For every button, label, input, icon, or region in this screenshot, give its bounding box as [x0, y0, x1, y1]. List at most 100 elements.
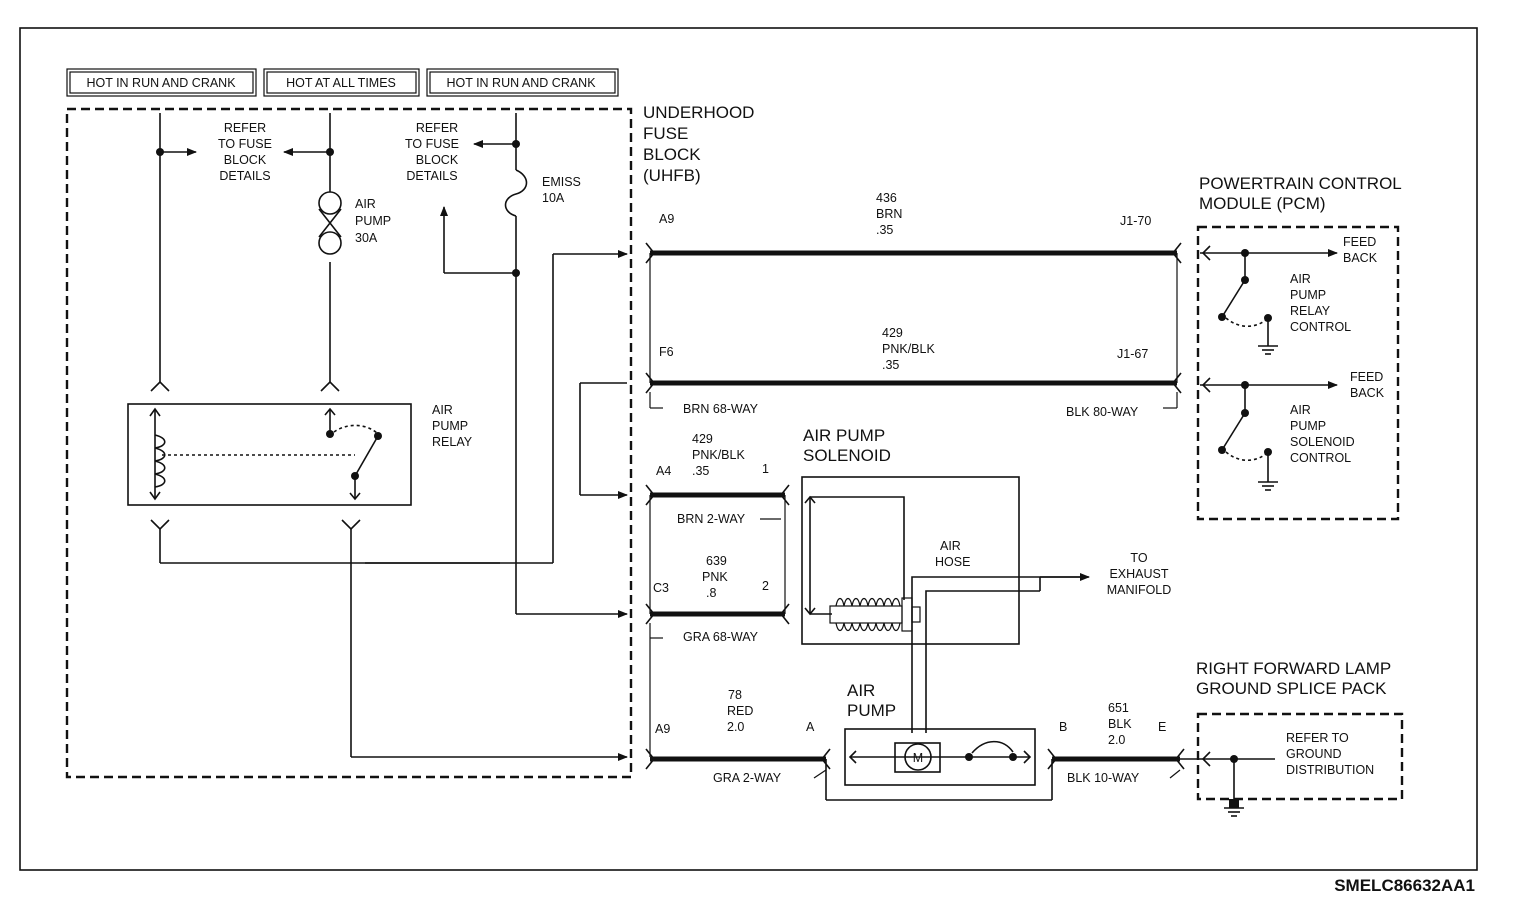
pin-2: 2 — [762, 579, 769, 593]
header-box-1: HOT IN RUN AND CRANK — [66, 68, 257, 97]
relay-switch-icon — [324, 407, 382, 501]
svg-text:BLOCK: BLOCK — [416, 153, 459, 167]
svg-text:GROUND SPLICE PACK: GROUND SPLICE PACK — [1196, 679, 1387, 698]
air-hose-label: AIR HOSE — [935, 539, 970, 569]
svg-text:2.0: 2.0 — [1108, 733, 1125, 747]
connector-gra-68-way: GRA 68-WAY — [683, 630, 759, 644]
svg-text:BLOCK: BLOCK — [224, 153, 267, 167]
pcm-solenoid-control: AIR PUMP SOLENOID CONTROL — [1290, 403, 1355, 465]
svg-text:.35: .35 — [692, 464, 709, 478]
svg-text:CONTROL: CONTROL — [1290, 320, 1351, 334]
relay-coil-icon — [149, 407, 355, 501]
svg-text:DETAILS: DETAILS — [219, 169, 270, 183]
svg-text:BACK: BACK — [1350, 386, 1385, 400]
svg-text:PNK/BLK: PNK/BLK — [882, 342, 935, 356]
wire-78-label: 78 RED 2.0 — [727, 688, 753, 734]
svg-text:EXHAUST: EXHAUST — [1109, 567, 1168, 581]
air-pump-title: AIR PUMP — [847, 681, 896, 720]
pin-a9-bottom: A9 — [655, 722, 670, 736]
svg-text:PUMP: PUMP — [847, 701, 896, 720]
pin-f6: F6 — [659, 345, 674, 359]
svg-text:PUMP: PUMP — [1290, 288, 1326, 302]
svg-text:SOLENOID: SOLENOID — [1290, 435, 1355, 449]
wire-651-label: 651 BLK 2.0 — [1108, 701, 1132, 747]
svg-text:RELAY: RELAY — [1290, 304, 1331, 318]
svg-text:UNDERHOOD: UNDERHOOD — [643, 103, 754, 122]
svg-text:PNK/BLK: PNK/BLK — [692, 448, 745, 462]
svg-text:AIR: AIR — [847, 681, 875, 700]
pcm-feed-back-1: FEED BACK — [1343, 235, 1378, 265]
svg-text:AIR: AIR — [355, 197, 376, 211]
solenoid-title: AIR PUMP SOLENOID — [803, 426, 891, 465]
svg-text:AIR PUMP: AIR PUMP — [803, 426, 885, 445]
svg-text:TO: TO — [1130, 551, 1147, 565]
svg-text:436: 436 — [876, 191, 897, 205]
pin-j1-67: J1-67 — [1117, 347, 1148, 361]
svg-text:30A: 30A — [355, 231, 378, 245]
pin-a4: A4 — [656, 464, 671, 478]
header-box-2: HOT AT ALL TIMES — [263, 68, 420, 97]
svg-text:PUMP: PUMP — [355, 214, 391, 228]
diagram-code: SMELC86632AA1 — [1334, 876, 1475, 895]
wire-429-mid-label: 429 PNK/BLK .35 — [692, 432, 745, 478]
pin-1: 1 — [762, 462, 769, 476]
exhaust-label: TO EXHAUST MANIFOLD — [1107, 551, 1172, 597]
svg-text:REFER TO: REFER TO — [1286, 731, 1349, 745]
uhfb-title: UNDERHOOD FUSE BLOCK (UHFB) — [643, 103, 754, 185]
air-pump-fuse-icon — [318, 191, 342, 255]
svg-text:DISTRIBUTION: DISTRIBUTION — [1286, 763, 1374, 777]
pin-j1-70: J1-70 — [1120, 214, 1151, 228]
air-pump-box — [844, 728, 1036, 786]
svg-text:.35: .35 — [876, 223, 893, 237]
emiss-fuse-icon — [504, 169, 528, 217]
svg-text:(UHFB): (UHFB) — [643, 166, 701, 185]
svg-text:78: 78 — [728, 688, 742, 702]
svg-text:HOSE: HOSE — [935, 555, 970, 569]
uhfb-boundary — [65, 107, 633, 779]
connector-blk-10-way: BLK 10-WAY — [1067, 771, 1140, 785]
pcm-relay-control: AIR PUMP RELAY CONTROL — [1290, 272, 1351, 334]
outer-frame — [19, 27, 1478, 871]
refer-right: REFER TO FUSE BLOCK DETAILS — [405, 121, 459, 183]
svg-text:HOT IN RUN AND CRANK: HOT IN RUN AND CRANK — [86, 76, 236, 90]
splice-title: RIGHT FORWARD LAMP GROUND SPLICE PACK — [1196, 659, 1391, 698]
connector-brn-2-way: BRN 2-WAY — [677, 512, 746, 526]
solenoid-coil-icon — [829, 597, 921, 632]
ground-ref-label: REFER TO GROUND DISTRIBUTION — [1286, 731, 1374, 777]
svg-text:TO FUSE: TO FUSE — [218, 137, 272, 151]
svg-text:FEED: FEED — [1343, 235, 1376, 249]
motor-icon — [904, 743, 932, 771]
svg-text:MANIFOLD: MANIFOLD — [1107, 583, 1172, 597]
svg-text:BRN: BRN — [876, 207, 902, 221]
wire-639-label: 639 PNK .8 — [702, 554, 728, 600]
svg-text:FUSE: FUSE — [643, 124, 688, 143]
svg-text:BACK: BACK — [1343, 251, 1378, 265]
svg-text:.35: .35 — [882, 358, 899, 372]
svg-text:AIR: AIR — [432, 403, 453, 417]
svg-text:639: 639 — [706, 554, 727, 568]
svg-text:HOT AT ALL TIMES: HOT AT ALL TIMES — [286, 76, 396, 90]
svg-text:FEED: FEED — [1350, 370, 1383, 384]
svg-text:651: 651 — [1108, 701, 1129, 715]
svg-text:AIR: AIR — [940, 539, 961, 553]
pin-e: E — [1158, 720, 1166, 734]
svg-text:EMISS: EMISS — [542, 175, 581, 189]
svg-text:PUMP: PUMP — [1290, 419, 1326, 433]
svg-text:429: 429 — [882, 326, 903, 340]
svg-text:SOLENOID: SOLENOID — [803, 446, 891, 465]
pcm-boundary — [1196, 225, 1400, 521]
pin-a: A — [806, 720, 815, 734]
svg-text:PNK: PNK — [702, 570, 728, 584]
svg-text:DETAILS: DETAILS — [406, 169, 457, 183]
wire-429-top-label: 429 PNK/BLK .35 — [882, 326, 935, 372]
connector-gra-2-way: GRA 2-WAY — [713, 771, 782, 785]
svg-text:RIGHT FORWARD LAMP: RIGHT FORWARD LAMP — [1196, 659, 1391, 678]
svg-text:429: 429 — [692, 432, 713, 446]
refer-left: REFER TO FUSE BLOCK DETAILS — [218, 121, 272, 183]
svg-text:2.0: 2.0 — [727, 720, 744, 734]
motor-symbol: M — [913, 751, 923, 765]
fuse-air-pump-label: AIR PUMP 30A — [355, 197, 391, 245]
svg-text:BLOCK: BLOCK — [643, 145, 701, 164]
header-box-3: HOT IN RUN AND CRANK — [426, 68, 619, 97]
